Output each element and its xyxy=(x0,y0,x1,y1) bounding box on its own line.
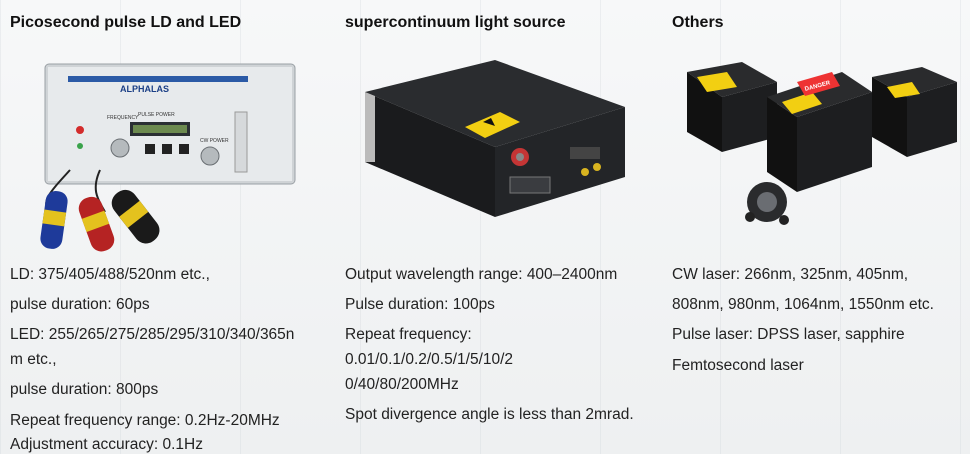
spec-line: Repeat frequency: xyxy=(345,326,472,343)
column-title: Picosecond pulse LD and LED xyxy=(10,14,242,31)
ld-driver-device-icon: ALPHALAS FREQUENCY PULSE POWER CW POWER xyxy=(10,52,310,257)
spec-line: Repeat frequency range: 0.2Hz-20MHz xyxy=(10,412,280,429)
spec-line: Spot divergence angle is less than 2mrad… xyxy=(345,406,634,423)
spec-line: Pulse laser: DPSS laser, sapphire xyxy=(672,326,905,343)
spec-line: CW laser: 266nm, 325nm, 405nm, xyxy=(672,266,909,283)
spec-line: pulse duration: 800ps xyxy=(10,381,159,398)
spec-line: m etc., xyxy=(10,351,57,368)
spec-line: 808nm, 980nm, 1064nm, 1550nm etc. xyxy=(672,296,934,313)
spec-line: Femtosecond laser xyxy=(672,357,804,374)
column-title: Others xyxy=(672,14,724,31)
column-title: supercontinuum light source xyxy=(345,14,566,31)
spec-line: LED: 255/265/275/285/295/310/340/365n xyxy=(10,326,295,343)
spec-line: 0/40/80/200MHz xyxy=(345,376,459,393)
svg-text:CW POWER: CW POWER xyxy=(200,138,229,144)
spec-line: pulse duration: 60ps xyxy=(10,296,150,313)
svg-text:FREQUENCY: FREQUENCY xyxy=(107,115,139,121)
spec-line: LD: 375/405/488/520nm etc., xyxy=(10,266,210,283)
svg-text:PULSE POWER: PULSE POWER xyxy=(138,112,175,118)
spec-line: Output wavelength range: 400–2400nm xyxy=(345,266,618,283)
spec-line: 0.01/0.1/0.2/0.5/1/5/10/2 xyxy=(345,351,514,368)
svg-text:ALPHALAS: ALPHALAS xyxy=(120,84,169,94)
spec-line: Adjustment accuracy: 0.1Hz xyxy=(10,436,203,453)
spec-line: Pulse duration: 100ps xyxy=(345,296,495,313)
supercontinuum-box-icon xyxy=(345,52,655,257)
laser-modules-icon: DANGER xyxy=(672,52,970,247)
